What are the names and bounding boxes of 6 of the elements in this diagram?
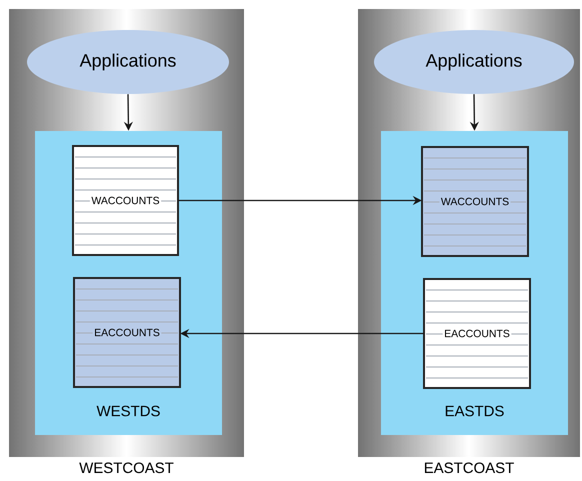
table-box: WACCOUNTS <box>421 146 529 257</box>
table-box: WACCOUNTS <box>72 145 179 256</box>
server-column: WESTCOAST <box>79 462 174 474</box>
table-box: EACCOUNTS <box>73 277 181 388</box>
server-column: EASTCOAST <box>424 462 514 474</box>
table-box: EACCOUNTS <box>423 278 531 389</box>
